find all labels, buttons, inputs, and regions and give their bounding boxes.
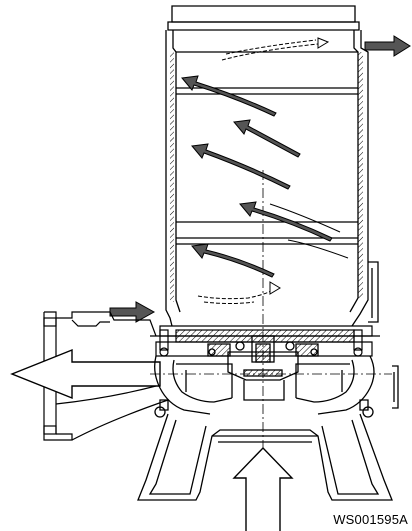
jacket-inner-wall-hatch xyxy=(170,52,363,302)
coolant-outlet-arrow xyxy=(364,35,411,57)
cooling-flow-arrows xyxy=(181,75,349,278)
flow-arrow-2 xyxy=(233,119,301,158)
flow-arrow-3 xyxy=(191,143,291,190)
flow-arrow-7 xyxy=(269,203,341,233)
discharge-nozzle xyxy=(43,311,169,441)
flow-arrow-6 xyxy=(287,239,349,259)
recirculation-arrows xyxy=(197,37,330,304)
suction-inlet-arrow xyxy=(232,446,294,531)
figure-reference-code: WS001595A xyxy=(333,512,408,527)
flow-arrow-1 xyxy=(181,75,277,117)
pump-base xyxy=(137,365,399,501)
flow-arrow-4 xyxy=(239,201,333,242)
cooling-jacket xyxy=(165,5,379,327)
coolant-inlet-arrow xyxy=(109,301,156,323)
volute-casing xyxy=(154,335,375,418)
flow-arrow-5 xyxy=(191,243,275,278)
